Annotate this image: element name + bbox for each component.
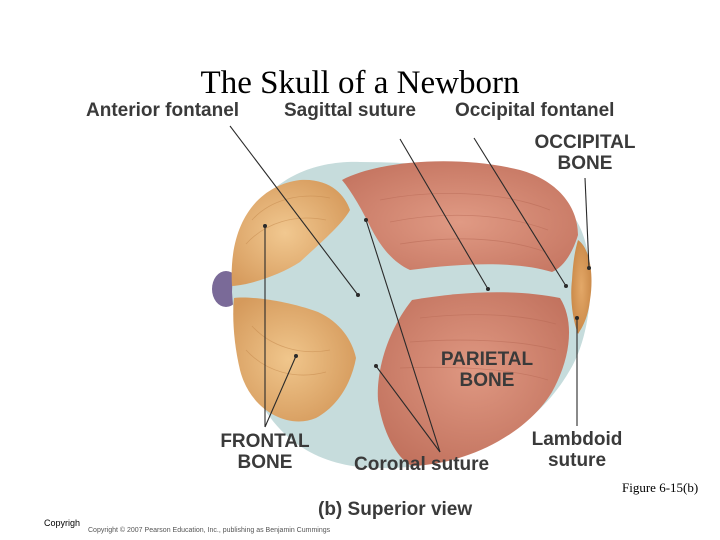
label-lambdoid-suture-line1: Lambdoid xyxy=(531,429,623,450)
label-parietal-bone-line1: PARIETAL xyxy=(440,349,534,370)
leader-anterior-fontanel xyxy=(229,125,359,296)
label-occipital-fontanel: Occipital fontanel xyxy=(455,100,615,121)
label-occipital-bone: OCCIPITAL BONE xyxy=(524,132,646,174)
label-occipital-bone-line1: OCCIPITAL xyxy=(534,132,636,153)
label-parietal-bone-line2: BONE xyxy=(459,370,515,391)
copyright-notice: Copyright © 2007 Pearson Education, Inc.… xyxy=(88,527,331,534)
label-anterior-fontanel: Anterior fontanel xyxy=(86,100,240,121)
figure-label: Figure 6-15(b) xyxy=(622,480,699,495)
leader-occipital-fontanel xyxy=(473,137,567,287)
label-frontal-bone-line1: FRONTAL xyxy=(220,431,310,452)
frontal-bone-left xyxy=(231,179,350,286)
leader-occipital-bone xyxy=(584,177,590,269)
occipital-bone xyxy=(571,240,592,334)
label-lambdoid-suture: Lambdoid suture xyxy=(520,429,634,471)
leader-frontal-bone-2 xyxy=(264,355,297,428)
leader-coronal-suture-2 xyxy=(375,365,441,453)
leader-sagittal-suture xyxy=(399,138,489,290)
parietal-bone-right xyxy=(377,292,570,466)
label-occipital-bone-line2: BONE xyxy=(557,153,613,174)
label-coronal-suture: Coronal suture xyxy=(354,454,490,475)
label-frontal-bone-line2: BONE xyxy=(237,452,293,473)
view-caption: (b) Superior view xyxy=(318,499,473,520)
label-lambdoid-suture-line2: suture xyxy=(547,450,607,471)
copyright-short: Copyrigh xyxy=(44,518,81,528)
label-frontal-bone: FRONTAL BONE xyxy=(212,431,318,473)
label-sagittal-suture: Sagittal suture xyxy=(284,100,416,121)
label-parietal-bone: PARIETAL BONE xyxy=(430,349,544,391)
leader-coronal-suture-1 xyxy=(365,219,441,453)
page-title: The Skull of a Newborn xyxy=(200,65,520,101)
